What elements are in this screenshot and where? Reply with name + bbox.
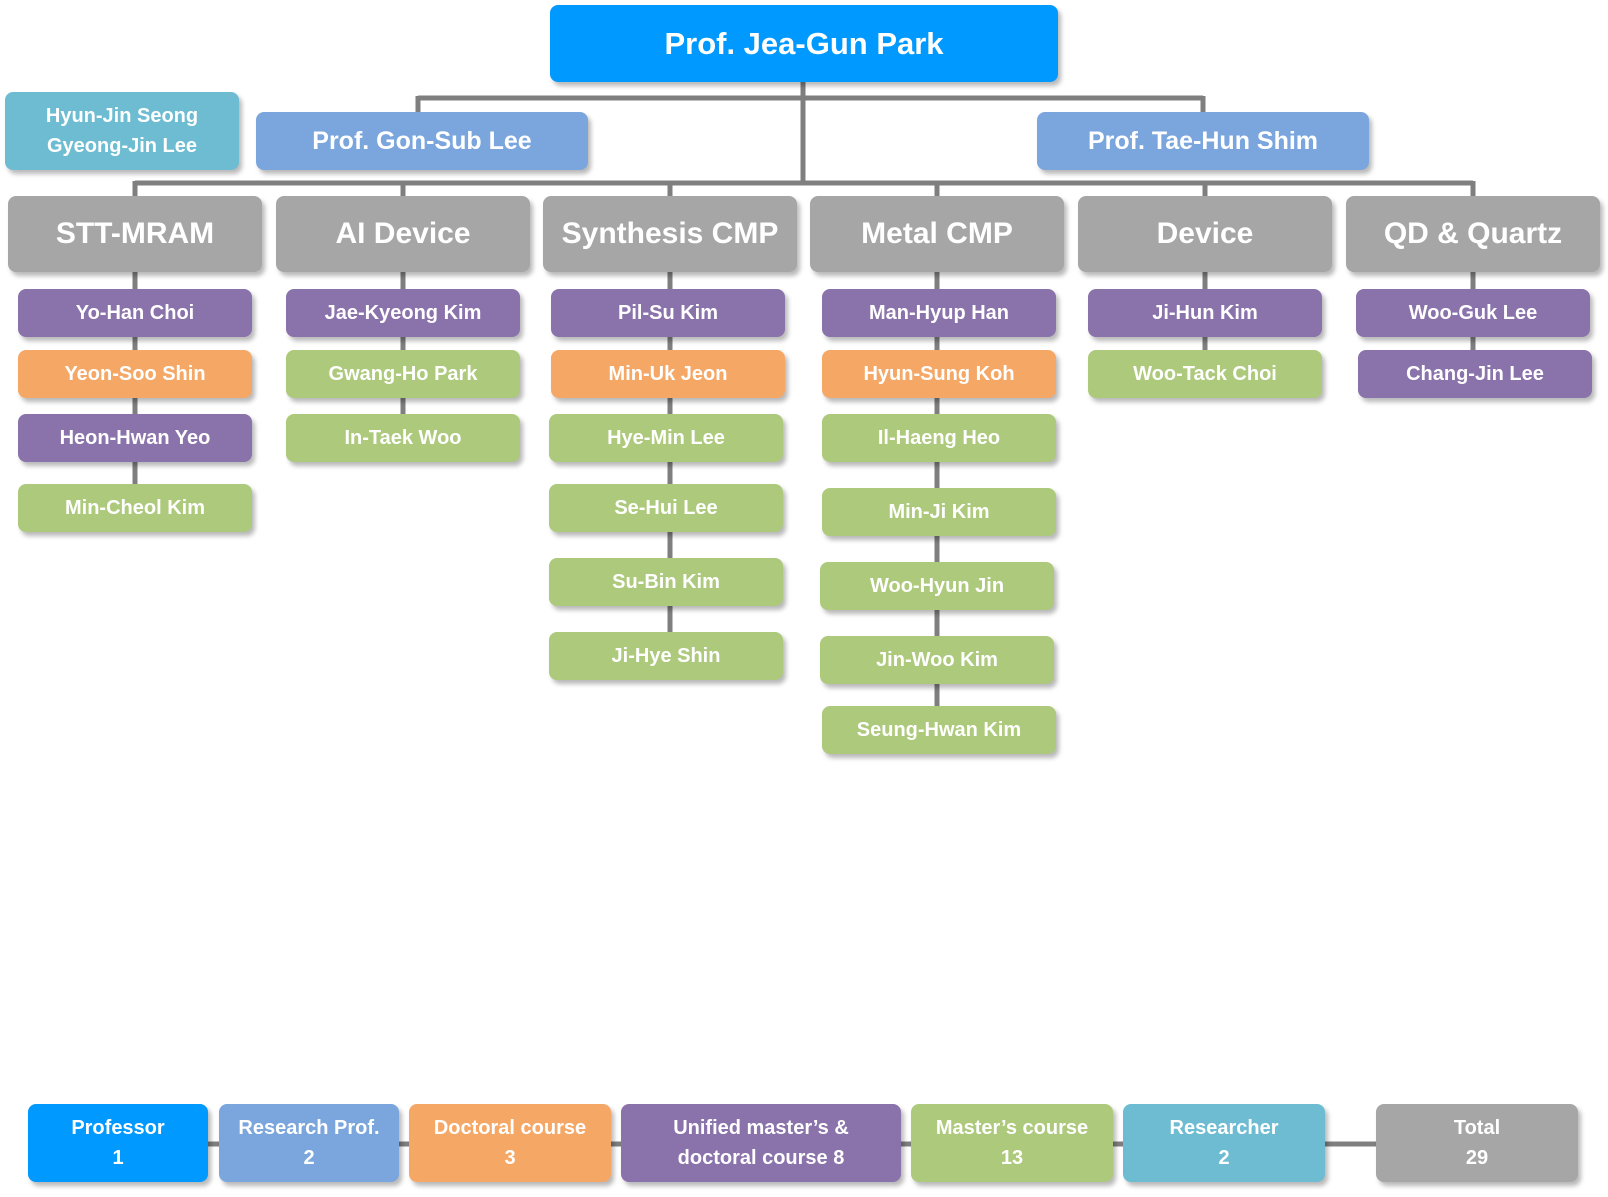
member-box: Woo-Tack Choi [1088, 350, 1322, 398]
legend-doctoral: Doctoral course 3 [409, 1104, 611, 1182]
legend-label: Unified master’s & [673, 1117, 849, 1139]
member-box: Il-Haeng Heo [822, 414, 1056, 462]
research-prof-shim: Prof. Tae-Hun Shim [1037, 112, 1369, 170]
legend-label: Research Prof. [238, 1117, 380, 1139]
team-synthesis-cmp: Synthesis CMP [543, 196, 797, 272]
legend-professor: Professor 1 [28, 1104, 208, 1182]
member-box: Woo-Hyun Jin [820, 562, 1054, 610]
legend-researcher: Researcher 2 [1123, 1104, 1325, 1182]
legend-label: Researcher [1169, 1117, 1279, 1139]
member-box: Jin-Woo Kim [820, 636, 1054, 684]
member-box: Woo-Guk Lee [1356, 289, 1590, 337]
legend-label: Master’s course [935, 1117, 1089, 1139]
team-device: Device [1078, 196, 1332, 272]
legend-count: 2 [1218, 1147, 1230, 1169]
legend-count: 29 [1465, 1147, 1489, 1169]
head-professor: Prof. Jea-Gun Park [550, 5, 1058, 82]
member-box: Se-Hui Lee [549, 484, 783, 532]
researcher-name: Hyun-Jin Seong [45, 105, 199, 127]
member-box: Hye-Min Lee [549, 414, 783, 462]
team-metal-cmp: Metal CMP [810, 196, 1064, 272]
member-box: Seung-Hwan Kim [822, 706, 1056, 754]
legend-count: 3 [504, 1147, 516, 1169]
member-box: Gwang-Ho Park [286, 350, 520, 398]
legend-label: Doctoral course [433, 1117, 587, 1139]
member-box: Yeon-Soo Shin [18, 350, 252, 398]
member-box: Pil-Su Kim [551, 289, 785, 337]
member-box: Min-Cheol Kim [18, 484, 252, 532]
legend-masters: Master’s course 13 [911, 1104, 1113, 1182]
legend-unified: Unified master’s & doctoral course 8 [621, 1104, 901, 1182]
member-box: Chang-Jin Lee [1358, 350, 1592, 398]
legend-count: 2 [303, 1147, 315, 1169]
team-stt-mram: STT-MRAM [8, 196, 262, 272]
member-box: Ji-Hun Kim [1088, 289, 1322, 337]
legend-count: 13 [1000, 1147, 1024, 1169]
member-box: Min-Uk Jeon [551, 350, 785, 398]
member-box: Man-Hyup Han [822, 289, 1056, 337]
member-box: Yo-Han Choi [18, 289, 252, 337]
member-box: Heon-Hwan Yeo [18, 414, 252, 462]
member-box: Jae-Kyeong Kim [286, 289, 520, 337]
team-qd-quartz: QD & Quartz [1346, 196, 1600, 272]
legend-count: 1 [112, 1147, 124, 1169]
member-box: Hyun-Sung Koh [822, 350, 1056, 398]
research-prof-lee: Prof. Gon-Sub Lee [256, 112, 588, 170]
member-box: Ji-Hye Shin [549, 632, 783, 680]
team-ai-device: AI Device [276, 196, 530, 272]
legend-label: Total [1453, 1117, 1501, 1139]
legend-research-prof: Research Prof. 2 [219, 1104, 399, 1182]
member-box: Su-Bin Kim [549, 558, 783, 606]
member-box: Min-Ji Kim [822, 488, 1056, 536]
researcher-name: Gyeong-Jin Lee [46, 135, 198, 157]
member-box: In-Taek Woo [286, 414, 520, 462]
legend-label: Professor [71, 1117, 165, 1139]
researchers-box: Hyun-Jin Seong Gyeong-Jin Lee [5, 92, 239, 170]
legend-total: Total 29 [1376, 1104, 1578, 1182]
legend-count: doctoral course 8 [677, 1147, 845, 1169]
